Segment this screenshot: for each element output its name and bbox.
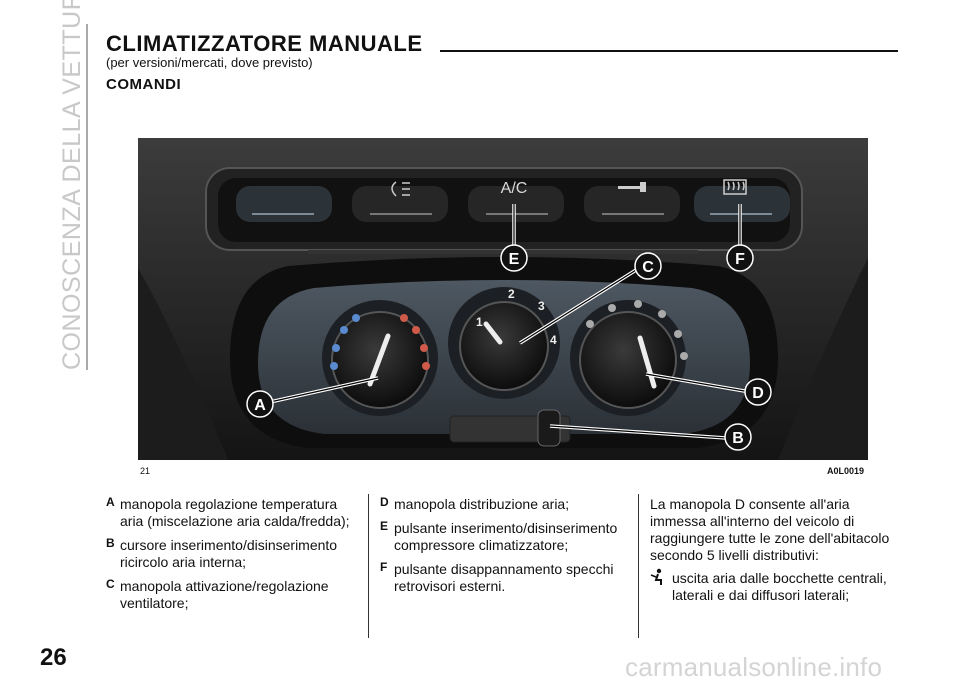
svg-text:E: E xyxy=(509,251,520,268)
svg-text:C: C xyxy=(642,259,654,276)
fan-speed-4: 4 xyxy=(550,333,557,347)
climate-control-figure: A/C 1 2 3 4 xyxy=(138,138,868,460)
callout-e: E xyxy=(500,244,528,272)
page-subtitle: (per versioni/mercati, dove previsto) xyxy=(106,55,313,70)
distribution-bullet: uscita aria dalle bocchette centrali, la… xyxy=(650,568,900,604)
fog-light-icon xyxy=(391,181,410,197)
side-section-title: CONOSCENZA DELLA VETTURA xyxy=(58,0,86,370)
air-distribution-knob xyxy=(570,300,688,416)
strip-buttons xyxy=(236,186,790,222)
fan-speed-1: 1 xyxy=(476,315,483,329)
fan-speed-3: 3 xyxy=(538,299,545,313)
climate-panel-illustration: A/C 1 2 3 4 xyxy=(138,138,868,460)
title-rule xyxy=(440,50,898,52)
distribution-paragraph: La manopola D consente all'aria immessa … xyxy=(650,496,890,563)
watermark: carmanualsonline.info xyxy=(625,652,883,682)
callout-c: C xyxy=(634,252,662,280)
callout-d: D xyxy=(744,378,772,406)
face-vent-icon xyxy=(650,568,666,590)
description-column: La manopola D consente all'aria immessa … xyxy=(650,496,900,604)
svg-text:D: D xyxy=(752,385,764,402)
temperature-knob xyxy=(322,300,438,416)
figure-number: 21 xyxy=(140,466,151,476)
fan-speed-2: 2 xyxy=(508,287,515,301)
callout-a: A xyxy=(246,390,274,418)
svg-text:F: F xyxy=(735,251,745,268)
svg-text:B: B xyxy=(732,430,744,447)
section-heading: COMANDI xyxy=(106,76,182,93)
callout-b: B xyxy=(724,423,752,451)
figure-code: A0L0019 xyxy=(827,466,865,476)
side-divider xyxy=(86,24,88,370)
column-divider xyxy=(368,494,369,638)
rear-defrost-icon xyxy=(723,179,747,195)
svg-text:A: A xyxy=(254,397,266,414)
page-number: 26 xyxy=(40,644,67,671)
callout-lines-inner xyxy=(269,204,751,439)
recirculation-lock-icon xyxy=(618,182,646,192)
callout-f: F xyxy=(726,244,754,272)
fan-knob: 1 2 3 4 xyxy=(448,287,560,399)
ac-button-label: A/C xyxy=(501,180,528,197)
page-title: CLIMATIZZATORE MANUALE xyxy=(106,31,423,56)
column-divider xyxy=(638,494,639,638)
